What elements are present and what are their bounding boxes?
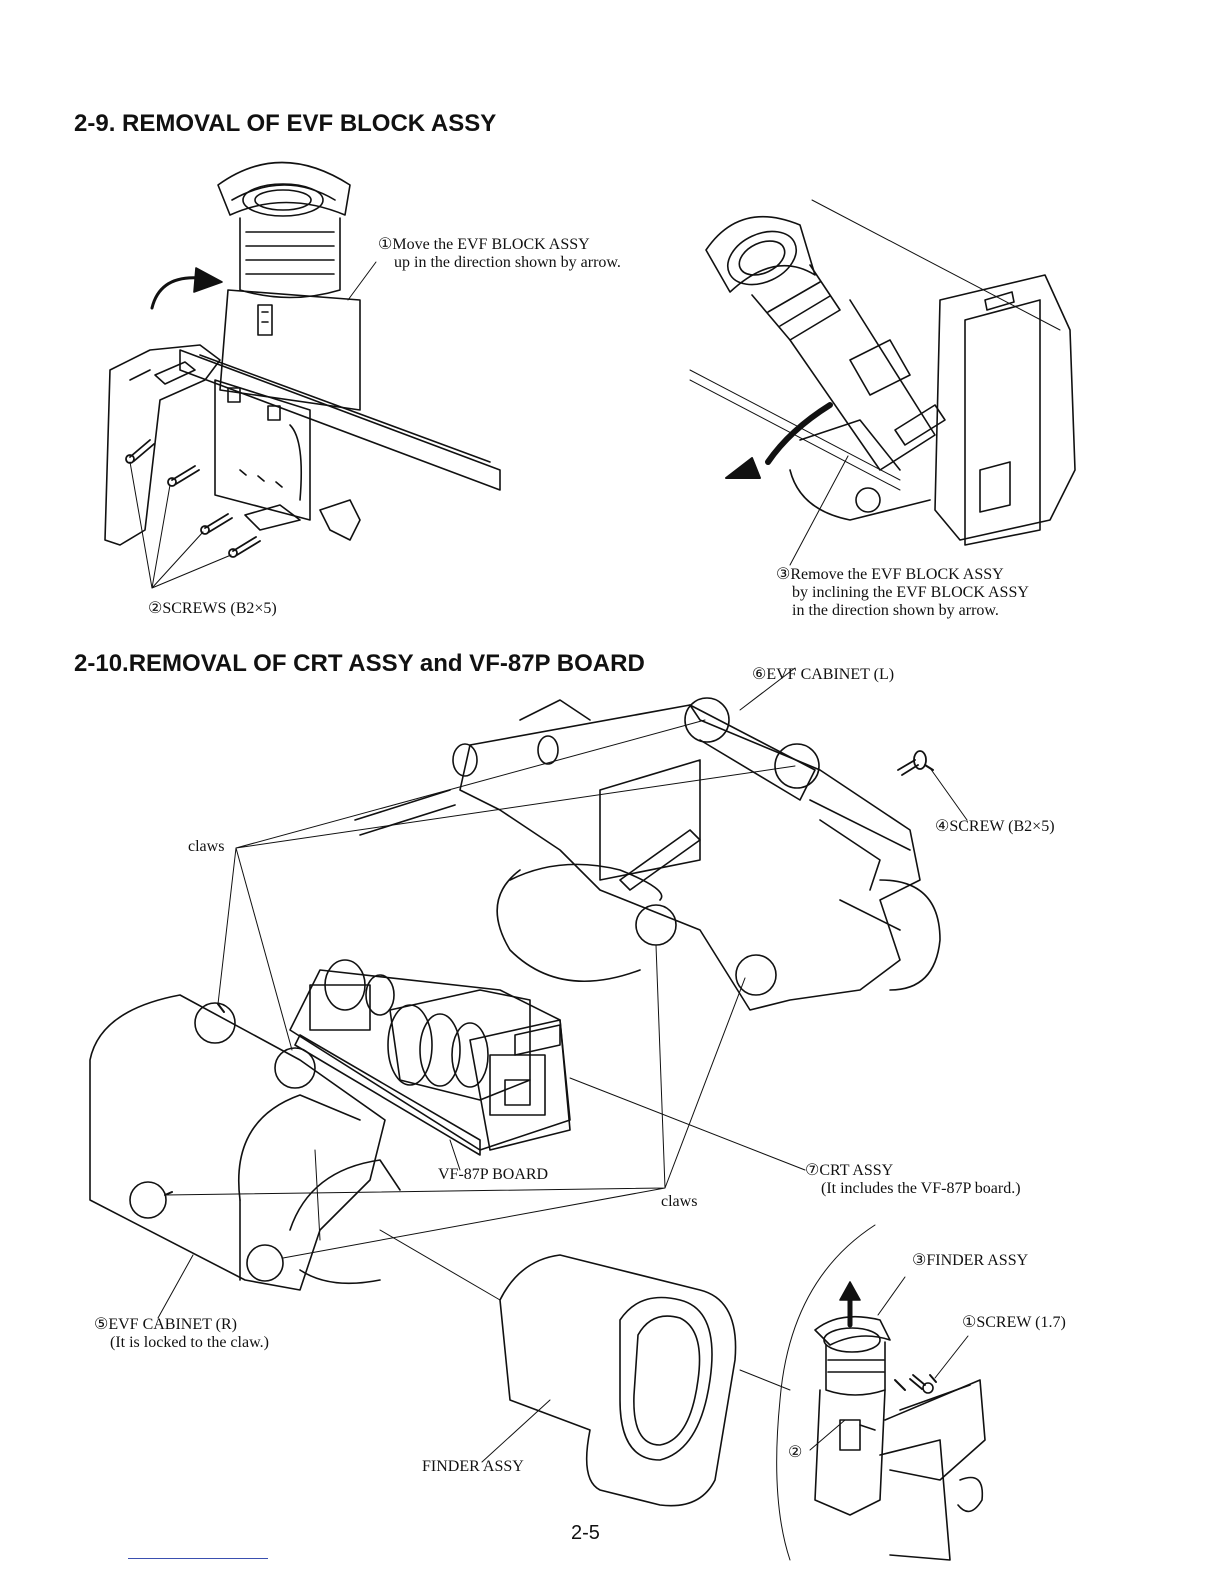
inset-finder-assy-label: ③FINDER ASSY — [912, 1252, 1029, 1269]
evf-cabinet-r-line1: ⑤EVF CABINET (R) — [94, 1316, 237, 1333]
finder-inset-figure — [739, 1224, 986, 1561]
crt-exploded-figure — [89, 667, 968, 1507]
section-title-evf-removal: 2-9. REMOVAL OF EVF BLOCK ASSY — [74, 110, 497, 137]
finder-assy-label: FINDER ASSY — [422, 1458, 524, 1475]
vf-87p-board-label: VF-87P BOARD — [438, 1166, 549, 1183]
inset-step2-label: ② — [788, 1444, 803, 1461]
claws-bottom-label: claws — [661, 1193, 698, 1210]
screw-b2x5-label: ④SCREW (B2×5) — [935, 818, 1055, 835]
crt-assy-line1: ⑦CRT ASSY — [805, 1162, 894, 1179]
page-number: 2-5 — [571, 1522, 600, 1544]
crt-assy-line2: (It includes the VF-87P board.) — [821, 1180, 1021, 1197]
step1-line2: up in the direction shown by arrow. — [394, 254, 621, 271]
evf-block-figure-1 — [104, 161, 501, 589]
step3-line1: ③Remove the EVF BLOCK ASSY — [776, 566, 1004, 583]
step3-line3: in the direction shown by arrow. — [792, 602, 999, 619]
evf-cabinet-r-note: ⑤EVF CABINET (R) (It is locked to the cl… — [94, 1316, 269, 1352]
section-title-crt-removal: 2-10.REMOVAL OF CRT ASSY and VF-87P BOAR… — [74, 650, 645, 677]
claws-top-label: claws — [188, 838, 225, 855]
step3-note: ③Remove the EVF BLOCK ASSY by inclining … — [776, 566, 1029, 620]
inset-screw-label: ①SCREW (1.7) — [962, 1314, 1066, 1331]
evf-cabinet-r-line2: (It is locked to the claw.) — [110, 1334, 269, 1351]
step1-note: ①Move the EVF BLOCK ASSY up in the direc… — [378, 236, 621, 272]
footer-divider — [128, 1558, 268, 1559]
evf-block-figure-2 — [689, 199, 1076, 566]
step2-screws-label: ②SCREWS (B2×5) — [148, 600, 277, 617]
crt-assy-note: ⑦CRT ASSY (It includes the VF-87P board.… — [805, 1162, 1021, 1198]
step1-line1: ①Move the EVF BLOCK ASSY — [378, 236, 590, 253]
evf-cabinet-l-label: ⑥EVF CABINET (L) — [752, 666, 895, 683]
step3-line2: by inclining the EVF BLOCK ASSY — [792, 584, 1029, 601]
